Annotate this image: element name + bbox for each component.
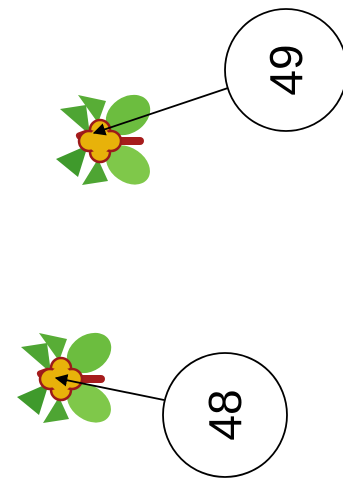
flower-group-48: 48: [17, 324, 287, 477]
callout-label: 49: [260, 44, 312, 95]
callout-label: 48: [199, 389, 251, 440]
flower-group-49: 49: [56, 9, 343, 193]
flower-icon: [17, 324, 119, 430]
flower-icon: [56, 86, 158, 192]
